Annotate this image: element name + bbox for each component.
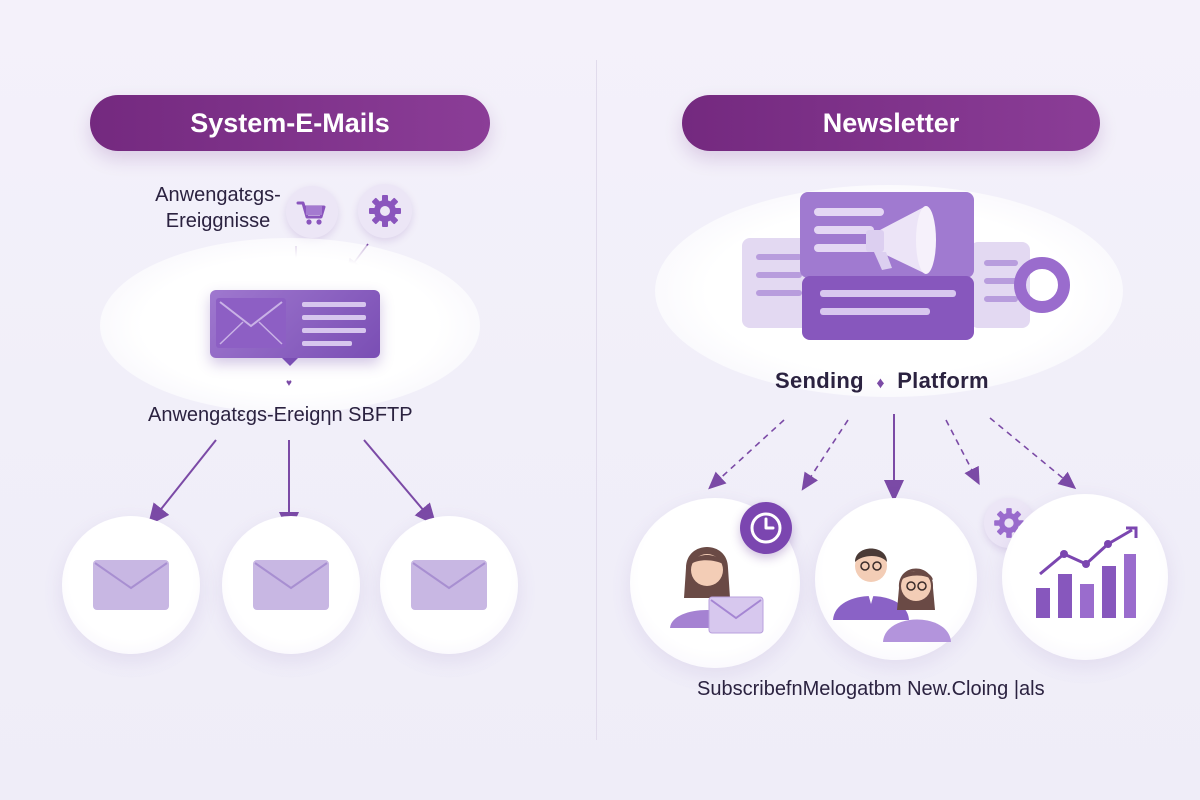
app-events-line-2: Ereiggnisse: [165, 210, 271, 232]
platform-label: Sending ♦ Platform: [775, 368, 989, 394]
newsletter-title: Newsletter: [682, 95, 1100, 151]
envelope-icon: [93, 560, 169, 610]
system-emails-title: System-E-Mails: [90, 95, 490, 151]
recipient-circle-1: [62, 516, 200, 654]
envelope-icon: [253, 560, 329, 610]
recipient-circle-3: [380, 516, 518, 654]
platform-label-sending: Sending: [775, 368, 864, 393]
gear-icon: [358, 184, 412, 238]
bar-chart-icon: [1036, 526, 1138, 618]
envelope-icon: [411, 560, 487, 610]
platform-label-platform: Platform: [897, 368, 989, 393]
app-events-label: Anwengatεgs- Ereiggnisse: [118, 182, 318, 234]
cart-icon: [286, 186, 338, 238]
server-label: Anwengatεgs-Ereigηn SBFTP: [148, 404, 413, 426]
diamond-icon: ♦: [876, 375, 885, 392]
clock-icon: [740, 502, 792, 554]
server-mail-card: [210, 290, 380, 366]
subscriber-circle-2: [815, 498, 977, 660]
subscriber-label: SubscribefnMelogatbm New.Cloing |als: [697, 678, 1045, 700]
section-divider: [596, 60, 597, 740]
woman-avatar: [670, 547, 744, 628]
heart-icon: ♥: [286, 378, 292, 389]
sending-platform-illustration: [742, 192, 1070, 340]
envelope-icon: [708, 596, 764, 634]
people-avatars: [833, 548, 951, 642]
analytics-circle: [1002, 494, 1168, 660]
recipient-circle-2: [222, 516, 360, 654]
app-events-line-1: Anwengatεgs-: [155, 184, 281, 206]
megaphone-icon: [866, 206, 936, 274]
